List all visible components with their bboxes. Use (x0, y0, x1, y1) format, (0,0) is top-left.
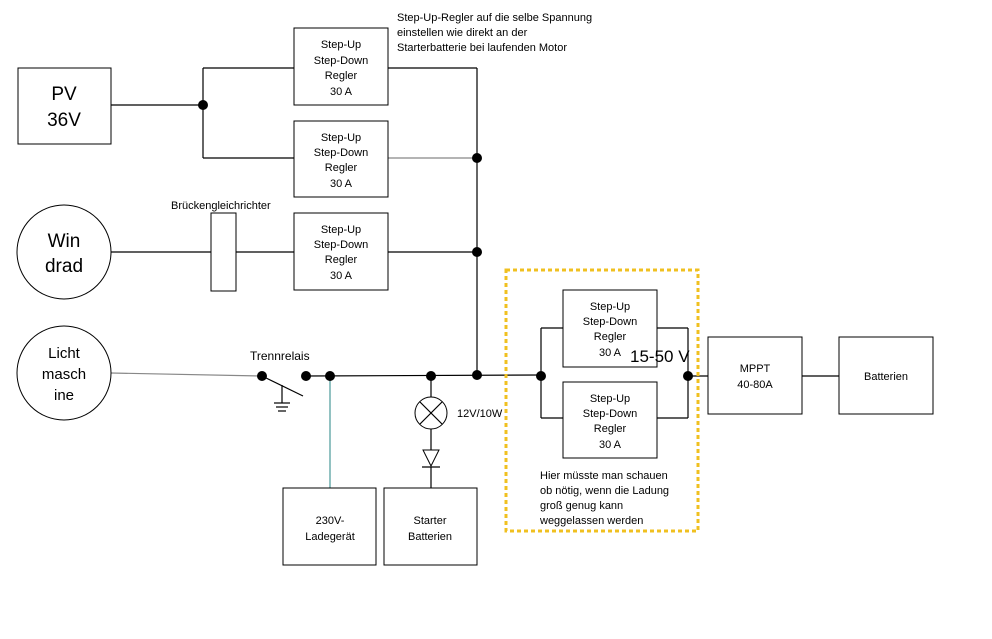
svg-text:Step-Up: Step-Up (590, 393, 630, 405)
note-top: Step-Up-Regler auf die selbe Spannung ei… (397, 12, 592, 54)
junction-dot (426, 371, 436, 381)
relay-label: Trennrelais (250, 349, 310, 363)
junction-dot (683, 371, 693, 381)
svg-text:MPPT: MPPT (740, 363, 771, 375)
svg-text:ob nötig, wenn die Ladung: ob nötig, wenn die Ladung (540, 485, 669, 497)
svg-text:Step-Up: Step-Up (321, 224, 361, 236)
svg-text:Step-Down: Step-Down (314, 147, 368, 159)
svg-text:Step-Up-Regler auf die selbe S: Step-Up-Regler auf die selbe Spannung (397, 12, 592, 24)
alternator-source: Licht masch ine (16, 325, 112, 421)
junction-dot (301, 371, 311, 381)
svg-text:36V: 36V (47, 110, 81, 131)
svg-text:30 A: 30 A (599, 347, 622, 359)
regulator-box-2: Step-Up Step-Down Regler 30 A (293, 120, 389, 198)
charger-box: 230V- Ladegerät (282, 487, 377, 566)
lamp-icon (414, 396, 448, 430)
svg-text:Batterien: Batterien (408, 531, 452, 543)
svg-text:Hier müsste man schauen: Hier müsste man schauen (540, 470, 668, 482)
svg-text:Ladegerät: Ladegerät (305, 531, 355, 543)
junction-dot (198, 100, 208, 110)
regulator-box-1: Step-Up Step-Down Regler 30 A (293, 27, 389, 106)
svg-text:Starter: Starter (413, 515, 446, 527)
svg-text:Starterbatterie bei laufenden: Starterbatterie bei laufenden Motor (397, 42, 567, 54)
svg-text:masch: masch (42, 366, 86, 383)
svg-text:Batterien: Batterien (864, 371, 908, 383)
bridge-rectifier: Brückengleichrichter (171, 200, 271, 292)
junction-dot (257, 371, 267, 381)
svg-text:Regler: Regler (594, 423, 627, 435)
junction-dot (325, 371, 335, 381)
pv-source: PV 36V (17, 67, 112, 145)
lamp-label: 12V/10W (457, 408, 503, 420)
svg-text:Brückengleichrichter: Brückengleichrichter (171, 200, 271, 212)
junction-dot (472, 370, 482, 380)
svg-text:Step-Up: Step-Up (321, 39, 361, 51)
svg-text:ine: ine (54, 387, 74, 404)
voltage-label: 15-50 V (630, 347, 690, 366)
junction-dots (198, 100, 693, 381)
svg-text:30 A: 30 A (330, 178, 353, 190)
mppt-box: MPPT 40-80A (707, 336, 803, 415)
wind-source: Win drad (16, 204, 112, 300)
svg-text:Step-Down: Step-Down (314, 239, 368, 251)
regulator-box-5: Step-Up Step-Down Regler 30 A (562, 381, 658, 459)
svg-text:30 A: 30 A (330, 86, 353, 98)
svg-text:groß genug kann: groß genug kann (540, 500, 623, 512)
wires (110, 67, 839, 488)
svg-text:Step-Up: Step-Up (321, 132, 361, 144)
svg-text:PV: PV (51, 84, 77, 105)
svg-text:30 A: 30 A (599, 439, 622, 451)
svg-text:Regler: Regler (325, 254, 358, 266)
note-bottom: Hier müsste man schauen ob nötig, wenn d… (539, 470, 669, 527)
regulator-box-3: Step-Up Step-Down Regler 30 A (293, 212, 389, 291)
svg-text:30 A: 30 A (330, 270, 353, 282)
svg-text:Regler: Regler (325, 70, 358, 82)
starter-batteries-box: Starter Batterien (383, 487, 478, 566)
svg-text:Regler: Regler (325, 162, 358, 174)
svg-text:Licht: Licht (48, 345, 81, 362)
svg-text:Win: Win (48, 231, 81, 252)
svg-text:weggelassen werden: weggelassen werden (539, 515, 643, 527)
svg-text:einstellen wie direkt an der: einstellen wie direkt an der (397, 27, 528, 39)
svg-text:40-80A: 40-80A (737, 379, 773, 391)
svg-text:Step-Down: Step-Down (583, 316, 637, 328)
svg-text:Step-Down: Step-Down (314, 55, 368, 67)
batteries-box: Batterien (838, 336, 934, 415)
svg-text:Step-Up: Step-Up (590, 301, 630, 313)
junction-dot (472, 153, 482, 163)
svg-text:drad: drad (45, 256, 83, 277)
diode-icon (422, 449, 440, 468)
junction-dot (536, 371, 546, 381)
junction-dot (472, 247, 482, 257)
svg-text:Regler: Regler (594, 331, 627, 343)
optional-section-highlight (504, 268, 700, 533)
regulator-box-4: Step-Up Step-Down Regler 30 A (562, 289, 658, 368)
svg-text:230V-: 230V- (316, 515, 345, 527)
svg-text:Step-Down: Step-Down (583, 408, 637, 420)
